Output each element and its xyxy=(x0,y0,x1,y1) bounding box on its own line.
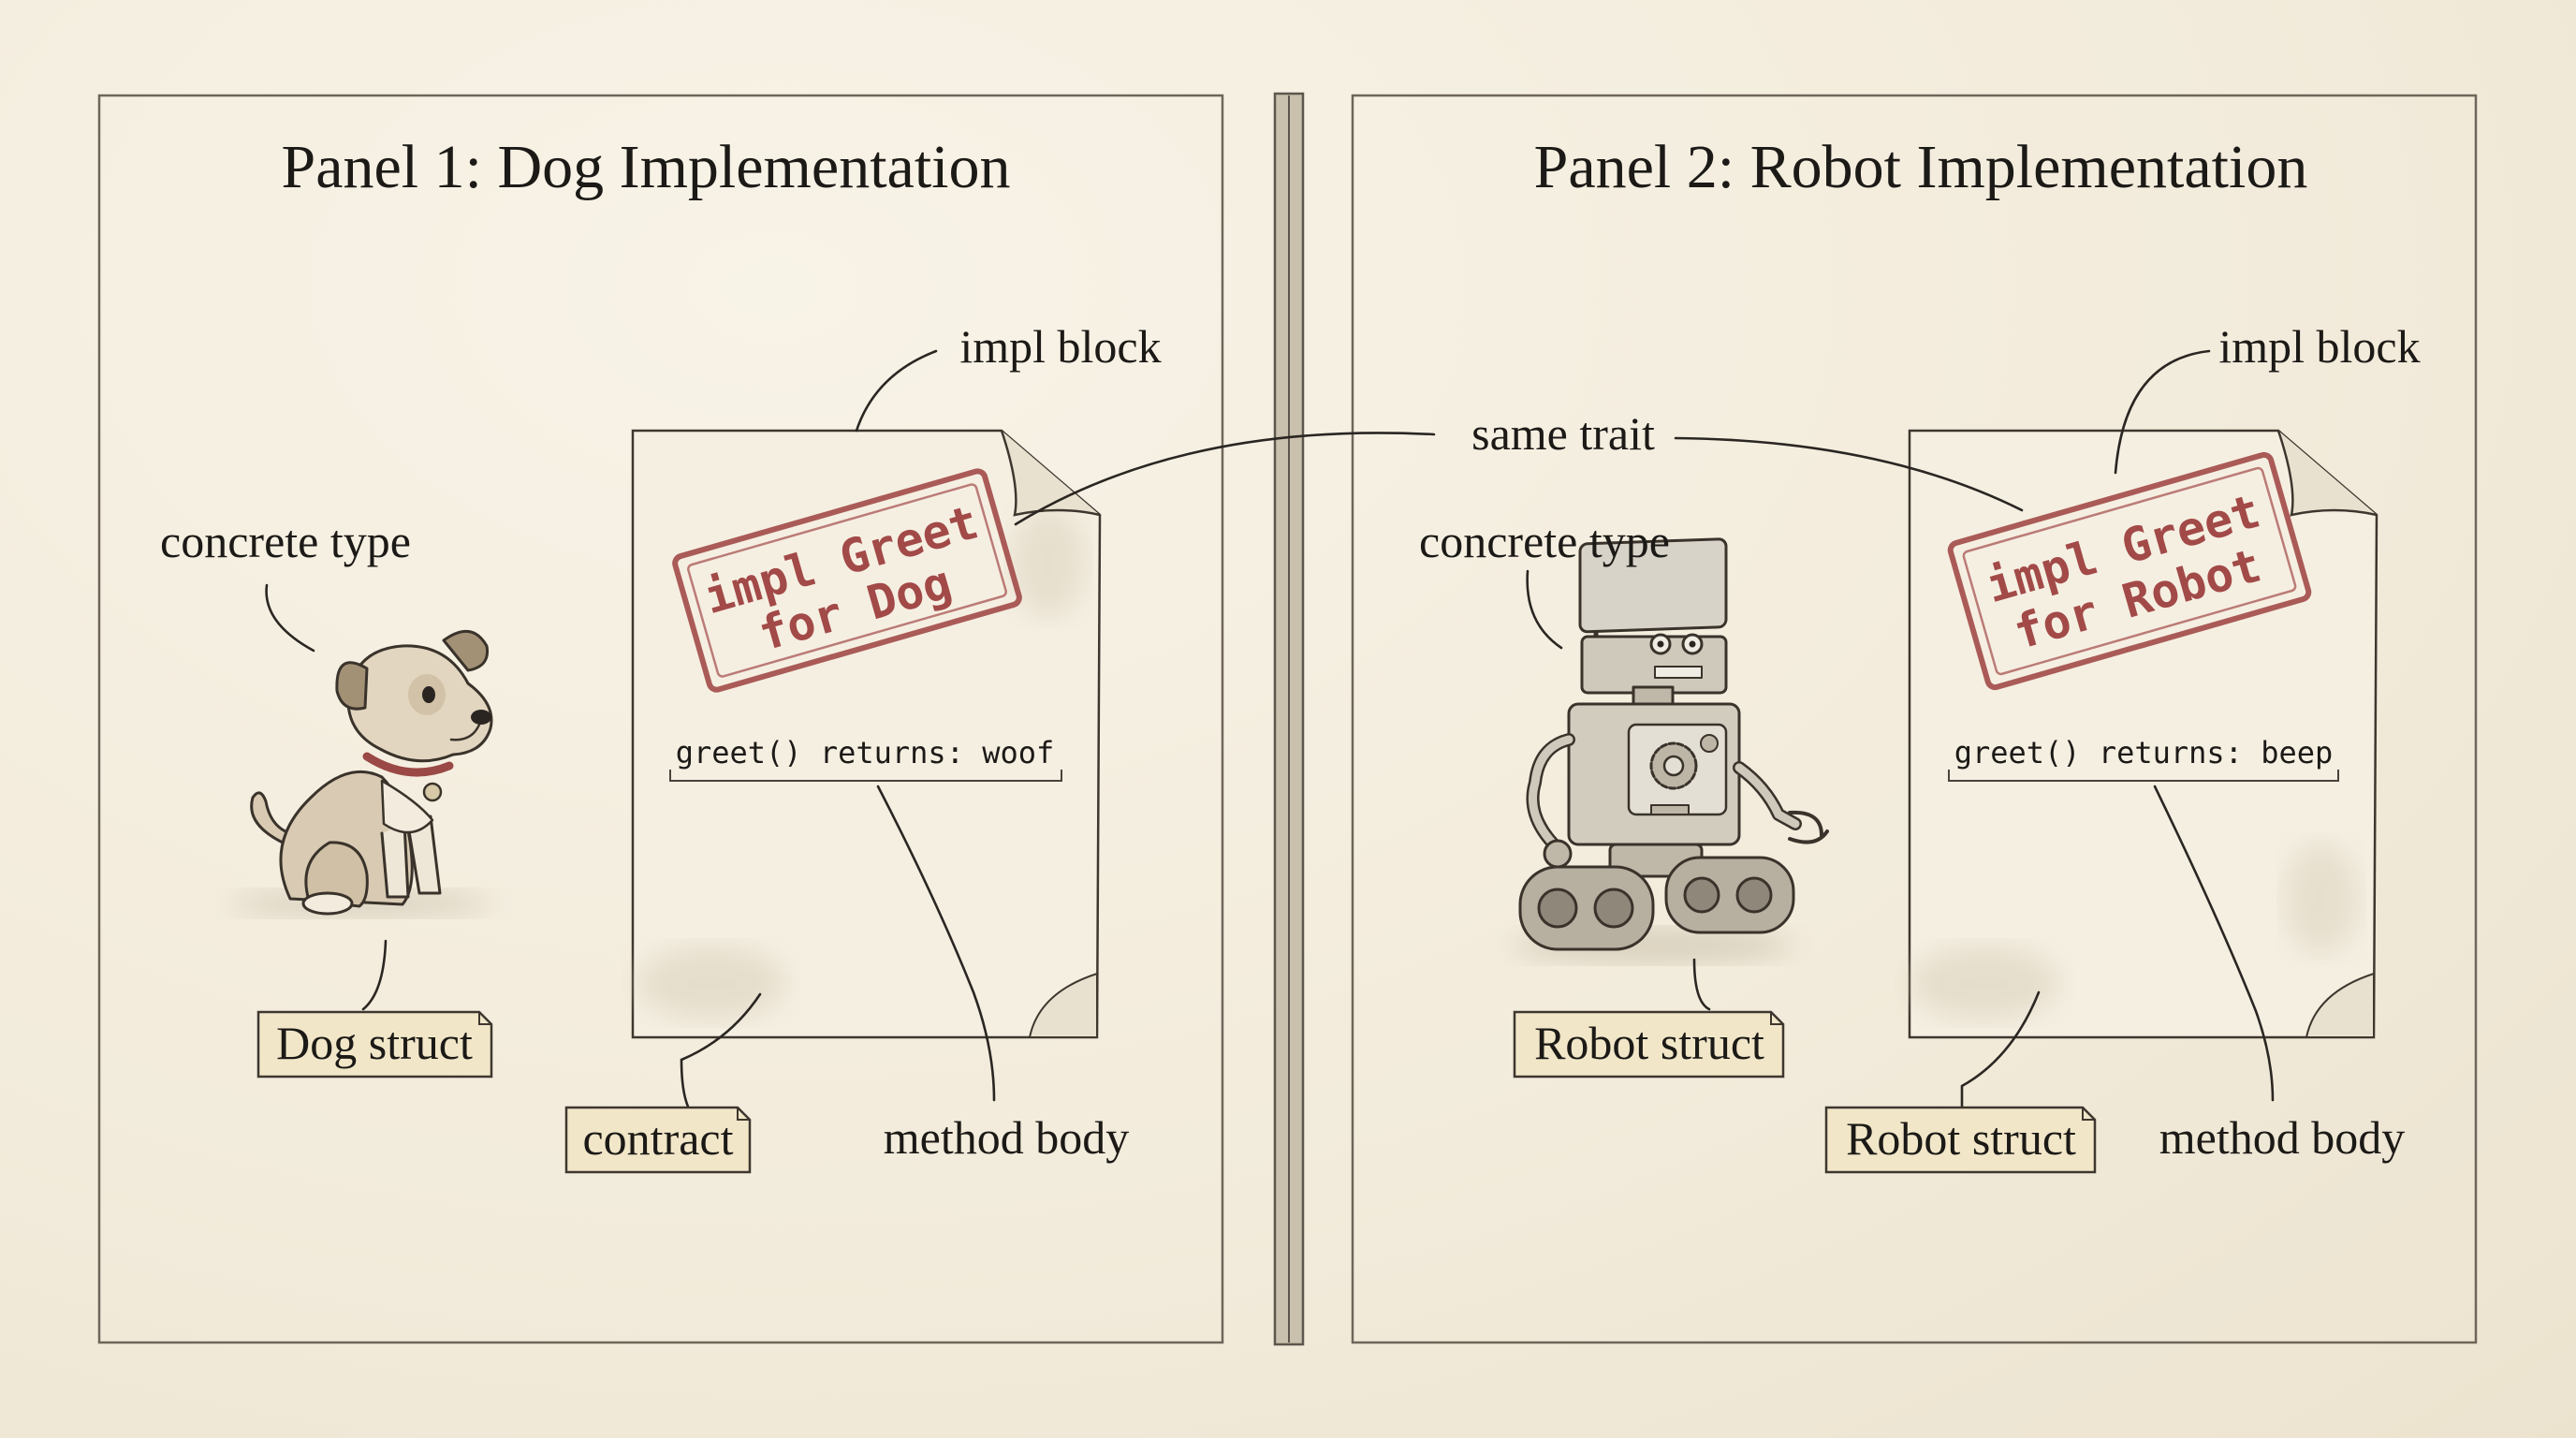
panel-2-concrete-type-label: concrete type xyxy=(1419,515,1670,567)
panel-2-code-bracket xyxy=(1948,770,2339,782)
panel-1-impl-block-label: impl block xyxy=(959,320,1161,373)
panel-1-code: greet() returns: woof xyxy=(676,735,1055,770)
panel-divider xyxy=(1273,92,1305,1346)
same-trait-label: same trait xyxy=(1471,407,1655,460)
dog-illustration xyxy=(229,630,493,917)
panel-2-contract-tag-text: Robot struct xyxy=(1846,1112,2076,1165)
panel-2-code: greet() returns: beep xyxy=(1954,735,2334,770)
panel-1-leaders xyxy=(265,349,996,1108)
panel-1-method-body-label: method body xyxy=(884,1111,1129,1164)
panel-1-frame xyxy=(97,94,1224,1344)
panel-1-struct-tag-text: Dog struct xyxy=(276,1017,473,1069)
panel-2-struct-tag-text: Robot struct xyxy=(1534,1017,1764,1069)
panel-1-concrete-type-label: concrete type xyxy=(160,515,411,567)
panel-2-method-body-label: method body xyxy=(2159,1111,2405,1164)
panel-1-contract-tag-text: contract xyxy=(582,1112,733,1165)
panel-1-document xyxy=(631,429,1102,1039)
panel-2-leaders xyxy=(1526,349,2275,1108)
panel-2-frame xyxy=(1351,94,2478,1344)
panel-1-struct-tag: Dog struct xyxy=(256,1010,493,1078)
panel-2-contract-tag: Robot struct xyxy=(1824,1106,2097,1174)
panel-1-code-bracket xyxy=(669,770,1062,782)
panel-2-title: Panel 2: Robot Implementation xyxy=(1534,133,2308,201)
panel-1-title: Panel 1: Dog Implementation xyxy=(281,133,1010,201)
panel-2-document xyxy=(1908,429,2378,1039)
panel-2-struct-tag: Robot struct xyxy=(1513,1010,1785,1078)
panel-2-impl-block-label: impl block xyxy=(2218,320,2420,373)
panel-1-contract-tag: contract xyxy=(564,1106,752,1174)
robot-illustration xyxy=(1512,537,1829,962)
same-trait-connector xyxy=(1014,432,2024,526)
